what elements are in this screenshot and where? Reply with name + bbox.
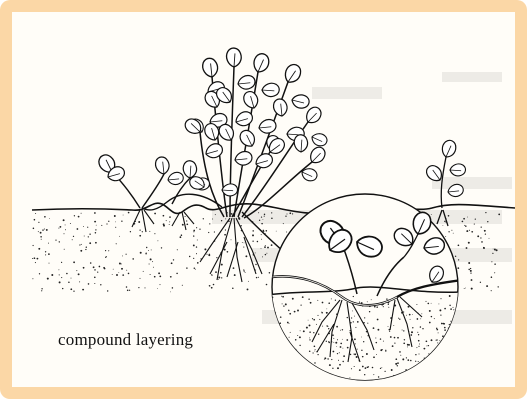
plant-leaves xyxy=(96,47,467,199)
figure-panel: compound layering xyxy=(12,12,515,387)
figure-caption: compound layering xyxy=(58,330,193,350)
